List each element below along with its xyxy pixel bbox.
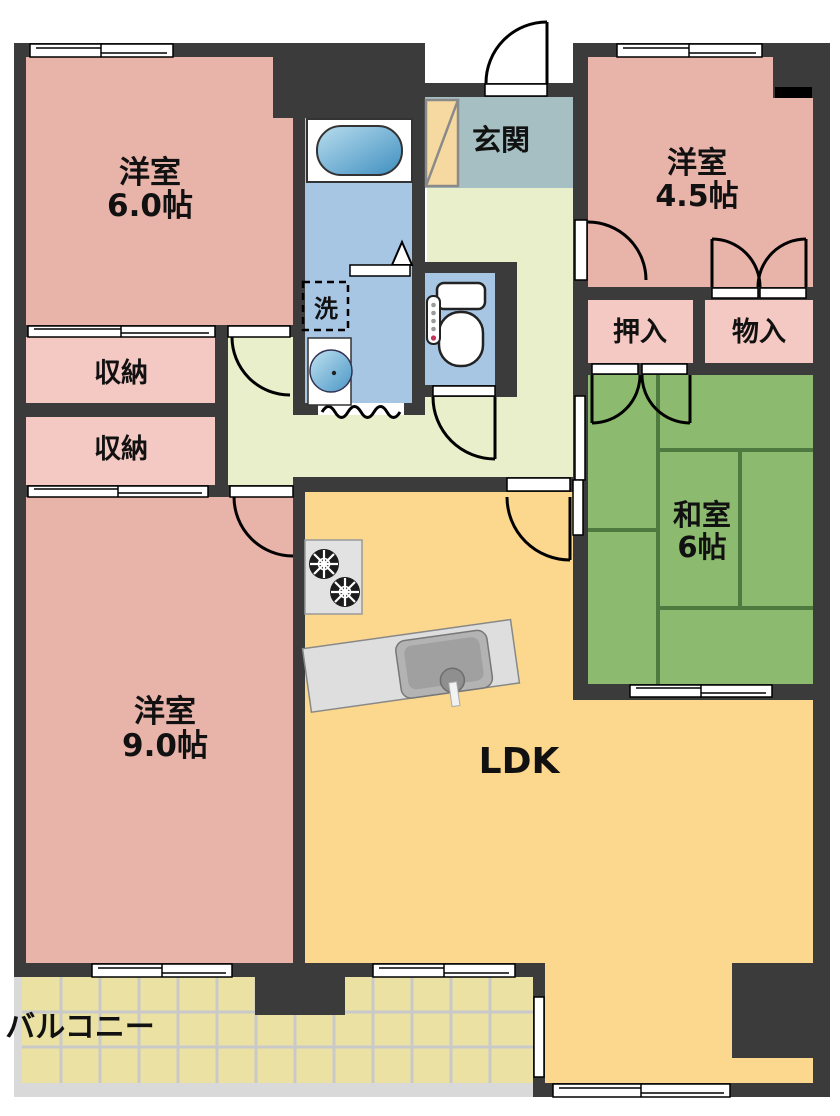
label-laundry: 洗 (314, 295, 338, 323)
label-ldk: LDK (479, 741, 561, 782)
window-room45-top (616, 43, 763, 58)
label-monoire: 物入 (732, 317, 786, 348)
door-room9 (229, 485, 294, 558)
label-storage-upper: 収納 (94, 357, 148, 389)
label-storage-lower: 収納 (94, 433, 148, 465)
door-room45 (574, 219, 648, 281)
label-japanese-room-area: 6帖 (677, 530, 726, 564)
door-ldk (505, 477, 572, 562)
slider-storage-upper (27, 325, 216, 338)
western-room-9-floor (26, 497, 293, 963)
laundry-space-box (301, 280, 350, 332)
western-room-6-floor (26, 57, 293, 325)
washroom-curtain (318, 403, 404, 419)
label-western-room-6: 洋室 (119, 155, 181, 191)
wash-basin-icon (307, 337, 353, 406)
slider-washitsu-ldk (629, 684, 773, 698)
burner-2 (330, 577, 360, 607)
double-door-oshiire (590, 363, 692, 425)
stove-burners-icon (304, 539, 363, 615)
window-room9-bottom (91, 963, 233, 978)
window-ldk-balcony (372, 963, 516, 978)
label-entrance: 玄関 (472, 123, 530, 157)
label-oshiire: 押入 (613, 317, 667, 348)
hall-below-toilet (425, 397, 517, 415)
hall-lower (228, 415, 573, 485)
storage-lower-floor (26, 417, 215, 485)
shoe-cabinet-icon (424, 98, 460, 188)
slider-washitsu-hall-b (572, 479, 584, 536)
double-door-monoire (710, 237, 808, 299)
pipe-space-block (775, 87, 812, 98)
ldk-floor-right (573, 700, 813, 963)
slider-storage-lower (27, 485, 209, 498)
door-room6 (227, 325, 291, 397)
label-balcony: バルコニー (5, 1010, 154, 1045)
storage-upper-floor (26, 337, 215, 403)
hall-upper (427, 188, 573, 262)
label-western-room-9-area: 9.0帖 (122, 728, 208, 764)
monoire-floor (705, 300, 813, 363)
kitchen-sink-icon (301, 618, 521, 714)
label-western-room-9: 洋室 (134, 694, 196, 730)
bathroom-folding-door (349, 239, 414, 277)
room-labels: 洋室 6.0帖 洋室 4.5帖 洋室 9.0帖 和室 6帖 LDK 玄関 バルコ… (5, 123, 786, 1045)
label-western-room-6-area: 6.0帖 (107, 188, 193, 224)
label-japanese-room: 和室 (673, 498, 731, 532)
balcony-glass-door (533, 996, 545, 1078)
label-western-room-45: 洋室 (667, 146, 727, 181)
tatami-mat-lines (588, 375, 813, 684)
fixtures (301, 98, 521, 714)
slider-washitsu-hall-a (574, 395, 586, 481)
window-ldk-bottom (552, 1083, 731, 1098)
windows-and-sliders (27, 43, 773, 1098)
toilet-icon (426, 281, 487, 368)
doors (227, 20, 808, 562)
window-room6-top (29, 43, 174, 58)
label-western-room-45-area: 4.5帖 (655, 179, 738, 214)
entrance-door (484, 20, 549, 97)
burner-1 (309, 549, 339, 579)
oshiire-floor (588, 300, 693, 363)
door-toilet (431, 385, 497, 461)
bathtub-icon (306, 118, 413, 183)
